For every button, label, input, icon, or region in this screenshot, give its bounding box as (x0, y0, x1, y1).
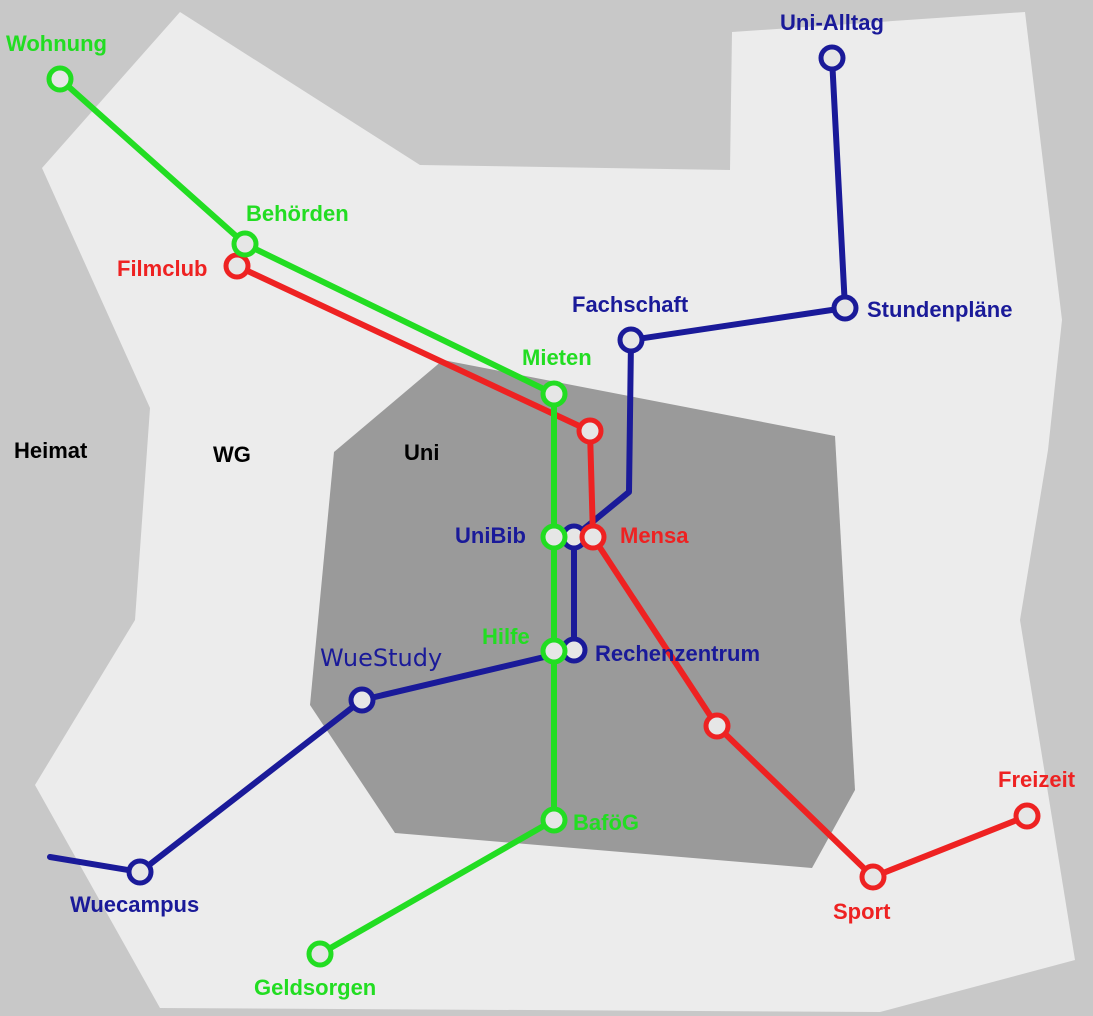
station-freizeit[interactable] (1013, 802, 1041, 830)
uni-zone (310, 360, 855, 868)
label-stundenplaene: Stundenpläne (867, 297, 1012, 322)
red-line (234, 263, 1030, 880)
label-behoerden: Behörden (246, 201, 349, 226)
station-mieten[interactable] (540, 380, 568, 408)
station-uni-alltag[interactable] (818, 44, 846, 72)
station-mieten-red[interactable] (576, 417, 604, 445)
station-sport-intermediate[interactable] (703, 712, 731, 740)
station-wuecampus[interactable] (126, 858, 154, 886)
station-mensa[interactable] (579, 523, 607, 551)
label-freizeit: Freizeit (998, 767, 1076, 792)
label-fachschaft: Fachschaft (572, 292, 689, 317)
zone-label-heimat: Heimat (14, 438, 88, 463)
zone-label-wg: WG (213, 442, 251, 467)
label-hilfe: Hilfe (482, 624, 530, 649)
red-stations (223, 252, 1041, 891)
label-wohnung: Wohnung (6, 31, 107, 56)
label-filmclub: Filmclub (117, 256, 207, 281)
station-wohnung[interactable] (46, 65, 74, 93)
blue-stations (126, 44, 859, 886)
zone-label-uni: Uni (404, 440, 439, 465)
label-wuecampus: Wuecampus (70, 892, 199, 917)
label-geldsorgen: Geldsorgen (254, 975, 376, 1000)
station-fachschaft[interactable] (617, 326, 645, 354)
station-wuestudy[interactable] (348, 686, 376, 714)
station-sport[interactable] (859, 863, 887, 891)
station-bafoeg[interactable] (540, 806, 568, 834)
station-unibib[interactable] (540, 523, 568, 551)
label-rechenzentrum: Rechenzentrum (595, 641, 760, 666)
label-mensa: Mensa (620, 523, 689, 548)
station-stundenplaene[interactable] (831, 294, 859, 322)
station-filmclub[interactable] (223, 252, 251, 280)
green-stations (46, 65, 568, 968)
red-line-route (234, 263, 1030, 880)
label-bafoeg: BaföG (573, 810, 639, 835)
label-uni-alltag: Uni-Alltag (780, 10, 884, 35)
label-wuestudy: WueStudy (320, 644, 442, 672)
label-mieten: Mieten (522, 345, 592, 370)
label-sport: Sport (833, 899, 891, 924)
station-behoerden[interactable] (231, 230, 259, 258)
label-unibib: UniBib (455, 523, 526, 548)
station-geldsorgen[interactable] (306, 940, 334, 968)
station-hilfe[interactable] (540, 637, 568, 665)
